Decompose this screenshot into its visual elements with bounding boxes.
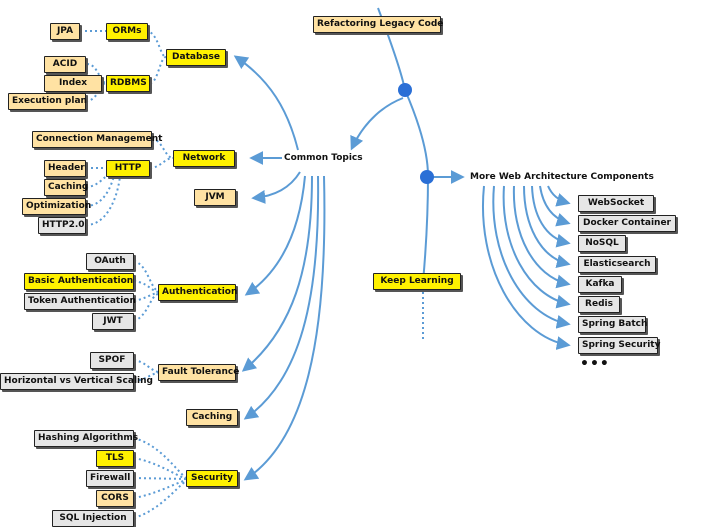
arrow-to-security bbox=[243, 175, 326, 481]
spine-node-lower bbox=[420, 170, 434, 184]
arrow-to-fault-tolerance bbox=[241, 175, 313, 372]
dots-conn-network bbox=[151, 138, 174, 159]
tls-node: TLS bbox=[96, 450, 134, 467]
dots-token-auth bbox=[133, 292, 159, 302]
jvm-node: JVM bbox=[194, 189, 236, 206]
arrow-to-caching bbox=[243, 175, 320, 420]
dots-hashing-security bbox=[133, 437, 187, 479]
orms-node: ORMs bbox=[106, 23, 148, 40]
index-node: Index bbox=[44, 75, 102, 92]
oauth-node: OAuth bbox=[86, 253, 134, 270]
cors-node: CORS bbox=[96, 490, 134, 507]
arrow-to-elasticsearch bbox=[523, 185, 571, 269]
dots-caching-http bbox=[85, 175, 109, 188]
fault-tolerance-node: Fault Tolerance bbox=[158, 364, 239, 381]
arrow-to-nosql bbox=[531, 185, 571, 248]
arrow-to-authentication bbox=[244, 175, 306, 296]
arrow-to-spring-security bbox=[482, 185, 571, 350]
more-ellipsis: ••• bbox=[580, 356, 610, 372]
network-node: Network bbox=[173, 150, 235, 167]
redis-node: Redis bbox=[578, 296, 620, 313]
dots-http2-http bbox=[85, 175, 121, 226]
jpa-node: JPA bbox=[50, 23, 80, 40]
sql-injection-node: SQL Injection bbox=[52, 510, 134, 527]
spine-mid-curve bbox=[404, 89, 429, 177]
arrow-to-redis bbox=[502, 185, 571, 309]
spring-security-node: Spring Security bbox=[578, 337, 660, 354]
dots-http-network bbox=[149, 157, 174, 169]
dots-tls-security bbox=[133, 457, 187, 480]
execution-plan-node: Execution plan bbox=[8, 93, 87, 110]
token-authentication-node: Token Authentication bbox=[24, 293, 136, 310]
dots-jwt-auth bbox=[133, 293, 159, 322]
optimization-node: Optimization bbox=[22, 198, 91, 215]
dots-firewall-security bbox=[133, 477, 187, 480]
elasticsearch-node: Elasticsearch bbox=[578, 256, 656, 273]
dots-sql-security bbox=[133, 480, 187, 519]
arrow-to-database bbox=[233, 55, 299, 151]
http2-node: HTTP2.0 bbox=[38, 217, 86, 234]
rdbms-node: RDBMS bbox=[106, 75, 150, 92]
spof-node: SPOF bbox=[90, 352, 134, 369]
arrow-to-common-topics bbox=[350, 97, 404, 151]
arrow-to-kafka bbox=[512, 185, 571, 289]
horizontal-vs-vertical-scaling-node: Horizontal vs Vertical Scaling bbox=[0, 373, 153, 390]
caching-node-network: Caching bbox=[44, 179, 88, 196]
header-node: Header bbox=[44, 160, 86, 177]
dots-orms-database bbox=[145, 30, 167, 58]
connection-management-node: Connection Management bbox=[32, 131, 162, 148]
authentication-node: Authentication bbox=[158, 284, 237, 301]
acid-node: ACID bbox=[44, 56, 86, 73]
dots-exec-rdbms bbox=[85, 82, 107, 102]
basic-authentication-node: Basic Authentication bbox=[24, 273, 134, 290]
websocket-node: WebSocket bbox=[578, 195, 654, 212]
caching-node: Caching bbox=[186, 409, 238, 426]
arrow-to-websocket bbox=[547, 185, 571, 207]
hashing-algorithms-node: Hashing Algorithms bbox=[34, 430, 138, 447]
more-web-architecture-label: More Web Architecture Components bbox=[470, 172, 654, 182]
refactoring-legacy-code-node: Refactoring Legacy Code bbox=[313, 16, 443, 33]
arrow-to-jvm bbox=[251, 171, 301, 204]
firewall-node: Firewall bbox=[86, 470, 134, 487]
dots-acid-rdbms bbox=[86, 63, 107, 84]
arrow-to-docker bbox=[539, 185, 571, 227]
dots-basic-auth bbox=[133, 280, 159, 293]
spine-down-curve bbox=[422, 175, 429, 283]
spine-node-upper bbox=[398, 83, 412, 97]
spring-batch-node: Spring Batch bbox=[578, 316, 647, 333]
kafka-node: Kafka bbox=[578, 276, 622, 293]
jwt-node: JWT bbox=[92, 313, 134, 330]
dots-oauth-auth bbox=[133, 260, 159, 292]
database-node: Database bbox=[166, 49, 226, 66]
dots-spof-fault bbox=[133, 359, 159, 373]
common-topics-label: Common Topics bbox=[284, 153, 363, 163]
http-node: HTTP bbox=[106, 160, 150, 177]
security-node: Security bbox=[186, 470, 238, 487]
nosql-node: NoSQL bbox=[578, 235, 626, 252]
dots-rdbms-database bbox=[149, 56, 167, 84]
dots-opt-http bbox=[85, 175, 115, 207]
docker-container-node: Docker Container bbox=[578, 215, 676, 232]
dots-cors-security bbox=[133, 479, 187, 499]
arrow-to-spring-batch bbox=[492, 185, 571, 329]
keep-learning-node: Keep Learning bbox=[373, 273, 461, 290]
